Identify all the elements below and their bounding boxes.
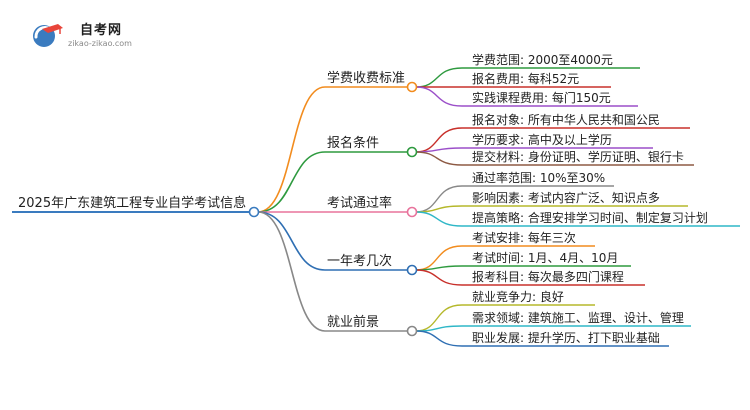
leaf-topic[interactable]: 实践课程费用: 每门150元 bbox=[472, 90, 611, 105]
leaf-connector bbox=[415, 330, 463, 347]
leaf-connector bbox=[415, 147, 463, 153]
leaf-connector bbox=[415, 269, 463, 286]
graduation-cap-icon bbox=[33, 24, 63, 47]
root-collapse-handle[interactable] bbox=[248, 206, 260, 218]
leaf-topic[interactable]: 职业发展: 提升学历、打下职业基础 bbox=[472, 330, 660, 345]
branch-collapse-handle[interactable] bbox=[406, 206, 418, 218]
leaf-connector bbox=[415, 151, 463, 166]
leaf-topic[interactable]: 学历要求: 高中及以上学历 bbox=[472, 132, 612, 147]
branch-collapse-handle[interactable] bbox=[406, 325, 418, 337]
leaf-topic[interactable]: 就业竞争力: 良好 bbox=[472, 289, 564, 304]
leaf-topic[interactable]: 学费范围: 2000至4000元 bbox=[472, 52, 613, 67]
branch-topic[interactable]: 报名条件 bbox=[327, 135, 379, 151]
leaf-topic[interactable]: 需求领域: 建筑施工、监理、设计、管理 bbox=[472, 310, 684, 325]
leaf-connector bbox=[415, 205, 463, 213]
branch-topic[interactable]: 学费收费标准 bbox=[327, 70, 405, 86]
site-logo[interactable]: 自考网 zikao-zikao.com bbox=[30, 18, 170, 54]
leaf-topic[interactable]: 考试时间: 1月、4月、10月 bbox=[472, 250, 618, 265]
leaf-topic[interactable]: 报考科目: 每次最多四门课程 bbox=[472, 269, 624, 284]
leaf-topic[interactable]: 提高策略: 合理安排学习时间、制定复习计划 bbox=[472, 210, 708, 225]
leaf-connector bbox=[415, 265, 463, 271]
leaf-connector bbox=[415, 86, 463, 107]
leaf-topic[interactable]: 提交材料: 身份证明、学历证明、银行卡 bbox=[472, 149, 684, 164]
branch-topic[interactable]: 一年考几次 bbox=[327, 253, 392, 269]
branch-topic[interactable]: 考试通过率 bbox=[327, 195, 392, 211]
leaf-topic[interactable]: 影响因素: 考试内容广泛、知识点多 bbox=[472, 190, 660, 205]
leaf-connector bbox=[415, 211, 463, 227]
logo-title: 自考网 bbox=[80, 23, 123, 38]
branch-collapse-handle[interactable] bbox=[406, 264, 418, 276]
leaf-connector bbox=[415, 325, 463, 332]
leaf-topic[interactable]: 报名费用: 每科52元 bbox=[472, 71, 579, 86]
leaf-topic[interactable]: 通过率范围: 10%至30% bbox=[472, 170, 605, 185]
leaf-topic[interactable]: 报名对象: 所有中华人民共和国公民 bbox=[472, 112, 660, 127]
branch-connector bbox=[257, 151, 326, 213]
leaf-connector bbox=[415, 304, 463, 332]
branch-collapse-handle[interactable] bbox=[406, 146, 418, 158]
leaf-topic[interactable]: 考试安排: 每年三次 bbox=[472, 230, 576, 245]
logo-url: zikao-zikao.com bbox=[68, 39, 132, 48]
branch-connector bbox=[257, 211, 326, 332]
branch-connector bbox=[257, 211, 326, 271]
root-topic[interactable]: 2025年广东建筑工程专业自学考试信息 bbox=[18, 195, 246, 211]
leaf-connector bbox=[415, 67, 463, 88]
branch-collapse-handle[interactable] bbox=[406, 81, 418, 93]
branch-connector bbox=[257, 86, 326, 213]
branch-topic[interactable]: 就业前景 bbox=[327, 314, 379, 330]
